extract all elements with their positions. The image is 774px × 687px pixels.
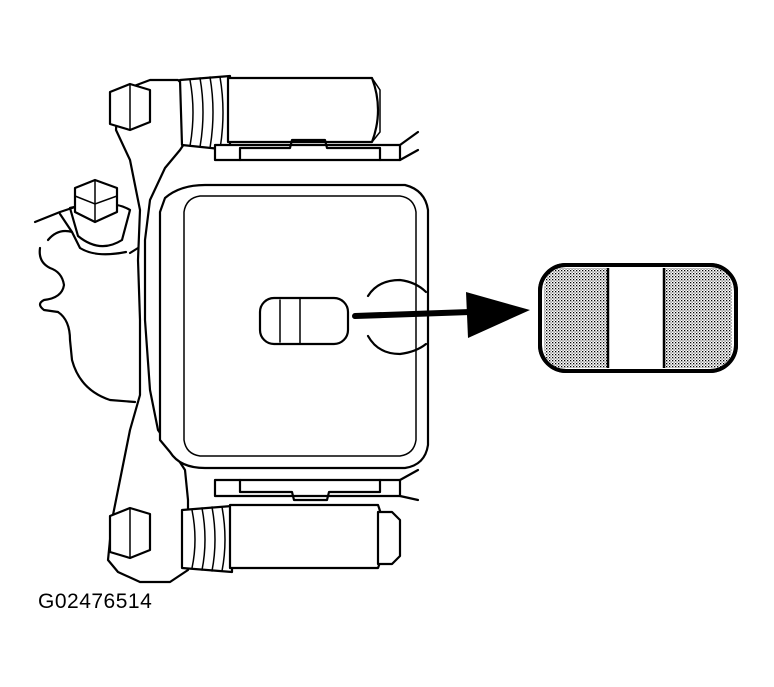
- callout-arrow: [352, 292, 530, 338]
- upper-pad-clip: [213, 130, 420, 162]
- pad-lining-left: [544, 268, 608, 368]
- lower-pad-clip: [213, 468, 420, 502]
- lower-guide-pin: [180, 503, 402, 574]
- knuckle-bolt: [68, 178, 132, 248]
- caliper-body: [158, 183, 430, 470]
- figure-code: G02476514: [38, 590, 153, 613]
- pad-lining-right: [664, 268, 732, 368]
- upper-guide-pin: [178, 74, 381, 152]
- pad-wear-detail: [538, 263, 738, 373]
